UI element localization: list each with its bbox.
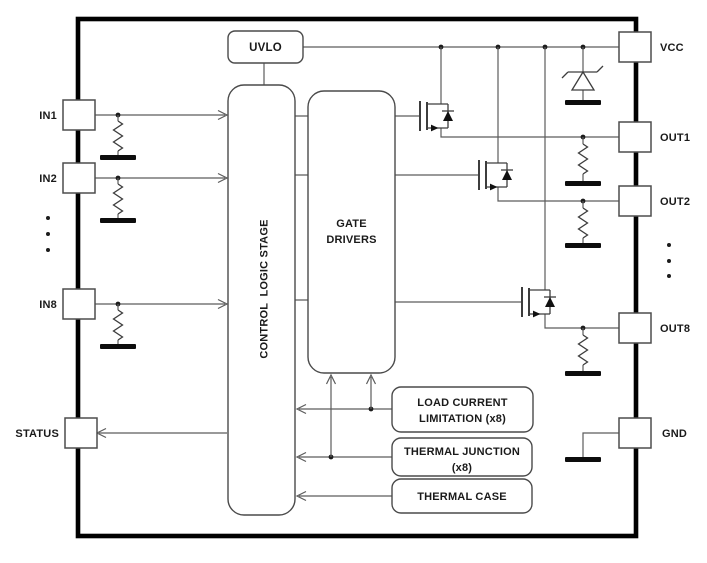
uvlo-block: UVLO: [227, 30, 304, 64]
control-logic-block: CONTROL LOGIC STAGE: [227, 84, 296, 516]
thermal-junction-label-2: (x8): [452, 462, 472, 474]
gate-drivers-label-2: DRIVERS: [326, 234, 376, 246]
ground-icon: [565, 371, 601, 376]
pin-label-in2: IN2: [39, 173, 57, 185]
ground-icon: [565, 181, 601, 186]
control-logic-label: CONTROL LOGIC STAGE: [259, 219, 271, 358]
right-ellipsis: [667, 243, 671, 278]
resistor-icon: [112, 183, 124, 215]
thermal-junction-label-1: THERMAL JUNCTION: [404, 446, 520, 458]
left-ellipsis: [46, 216, 50, 252]
status-net: [96, 427, 227, 439]
output-stage-2: [395, 47, 619, 248]
resistor-icon: [112, 309, 124, 341]
ground-icon: [565, 100, 601, 105]
pin-out8: [618, 312, 652, 344]
right-pins: VCC OUT1 OUT2 OUT8 GND: [618, 31, 690, 449]
uvlo-label: UVLO: [249, 42, 282, 54]
pin-label-status: STATUS: [15, 428, 59, 440]
pin-status: [64, 417, 98, 449]
ground-icon: [100, 155, 136, 160]
pin-vcc: [618, 31, 652, 63]
pin-gnd: [618, 417, 652, 449]
resistor-icon: [112, 120, 124, 152]
pin-label-out2: OUT2: [660, 196, 690, 208]
thermal-case-label: THERMAL CASE: [417, 491, 507, 503]
resistor-icon: [577, 207, 589, 239]
mosfet-icon: [478, 159, 514, 192]
load-current-label-2: LIMITATION (x8): [419, 413, 506, 425]
pin-label-vcc: VCC: [660, 42, 684, 54]
left-pins: IN1 IN2 IN8 STATUS: [15, 99, 98, 449]
pin-label-in1: IN1: [39, 110, 57, 122]
load-current-limitation-block: LOAD CURRENT LIMITATION (x8): [391, 386, 534, 433]
zener-diode-icon: [561, 47, 604, 105]
mosfet-icon: [419, 100, 455, 133]
thermal-junction-block: THERMAL JUNCTION (x8): [391, 437, 533, 477]
load-current-label-1: LOAD CURRENT: [417, 397, 507, 409]
input-nets: [95, 109, 228, 349]
ground-icon: [565, 457, 601, 462]
feedback-nets: [296, 374, 392, 502]
output-stage-8: [395, 47, 619, 376]
gate-drivers-label-1: GATE: [336, 218, 367, 230]
logic-to-drivers-links: [295, 115, 308, 301]
chip-outline: [75, 16, 639, 539]
pin-label-in8: IN8: [39, 299, 57, 311]
pin-out2: [618, 185, 652, 217]
pin-out1: [618, 121, 652, 153]
thermal-case-block: THERMAL CASE: [391, 478, 533, 514]
ground-icon: [100, 218, 136, 223]
gnd-net: [565, 432, 619, 462]
resistor-icon: [577, 143, 589, 175]
mosfet-icon: [521, 286, 557, 319]
ground-icon: [100, 344, 136, 349]
output-stage-1: [395, 47, 619, 186]
gate-drivers-block: GATE DRIVERS: [307, 90, 396, 374]
pin-in2: [62, 162, 96, 194]
pin-label-out8: OUT8: [660, 323, 690, 335]
ground-icon: [565, 243, 601, 248]
pin-in8: [62, 288, 96, 320]
pin-in1: [62, 99, 96, 131]
pin-label-gnd: GND: [662, 428, 687, 440]
pin-label-out1: OUT1: [660, 132, 690, 144]
resistor-icon: [577, 334, 589, 366]
